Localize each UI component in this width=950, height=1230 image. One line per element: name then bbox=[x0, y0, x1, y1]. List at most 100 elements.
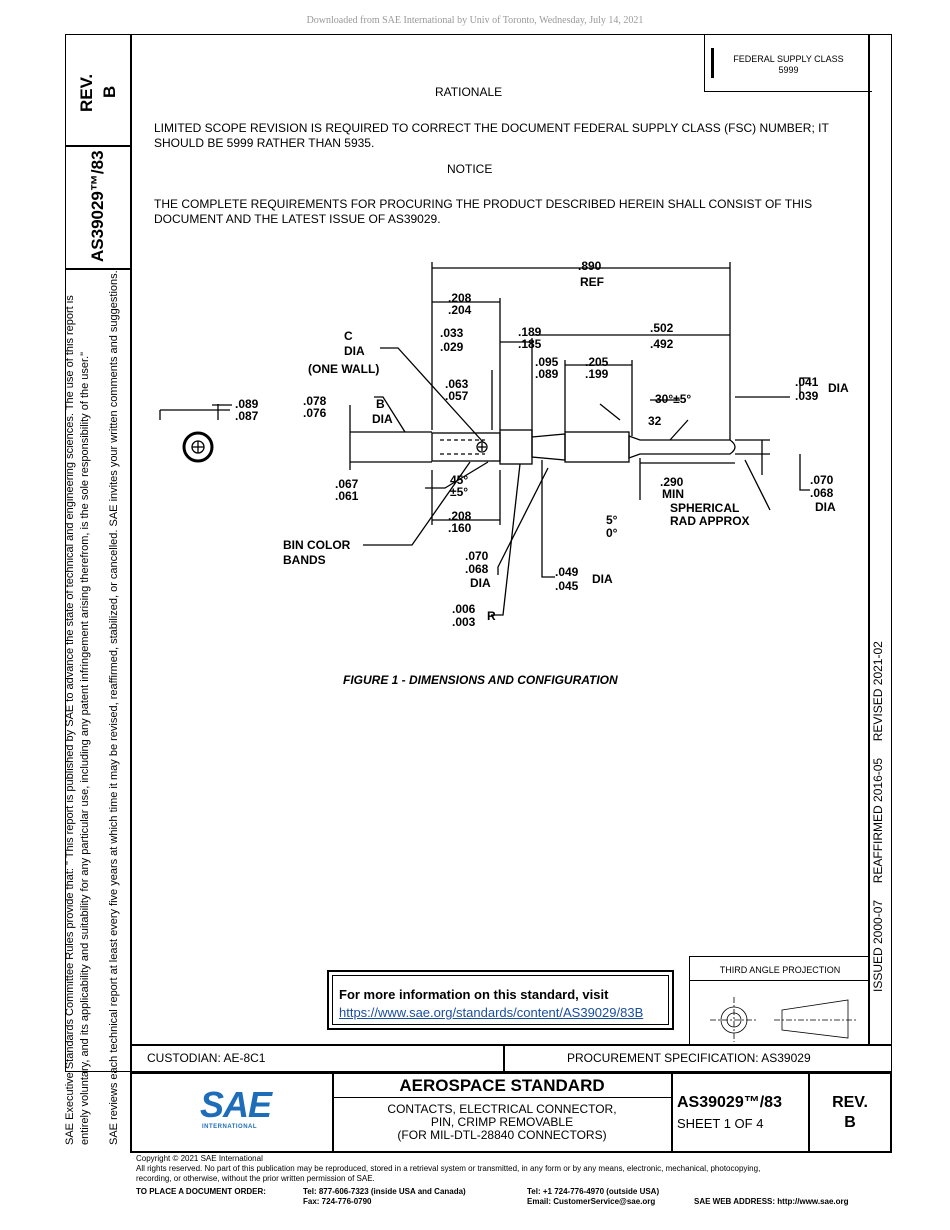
svg-text:.045: .045 bbox=[555, 579, 579, 593]
end-view-outer bbox=[182, 431, 214, 463]
shoulder bbox=[499, 429, 533, 465]
disclaimer-line-1: SAE Executive Standards Committee Rules … bbox=[64, 295, 76, 1145]
web-address: SAE WEB ADDRESS: http://www.sae.org bbox=[694, 1197, 849, 1206]
crimp-barrel bbox=[431, 432, 501, 462]
svg-text:5°: 5° bbox=[606, 513, 618, 527]
svg-text:32: 32 bbox=[648, 414, 662, 428]
svg-text:R: R bbox=[487, 609, 496, 623]
svg-text:.089: .089 bbox=[535, 367, 559, 381]
rationale-heading: RATIONALE bbox=[435, 85, 503, 99]
svg-text:.290: .290 bbox=[660, 475, 684, 489]
svg-text:.078: .078 bbox=[303, 394, 327, 408]
svg-text:.208: .208 bbox=[448, 509, 472, 523]
svg-text:0°: 0° bbox=[606, 526, 618, 540]
fsc-change-bar bbox=[711, 48, 714, 78]
svg-text:MIN: MIN bbox=[662, 487, 684, 501]
svg-text:C: C bbox=[344, 329, 353, 343]
tel-domestic: Tel: 877-606-7323 (inside USA and Canada… bbox=[303, 1187, 466, 1196]
rev-value: B bbox=[844, 1114, 856, 1131]
right-column-divider bbox=[868, 34, 870, 1044]
svg-text:.063: .063 bbox=[445, 377, 469, 391]
third-angle-symbol bbox=[710, 997, 856, 1042]
pin-tip bbox=[628, 435, 736, 459]
contact-drawing: .890 REF .208 .204 C DIA (ONE WALL) .033… bbox=[159, 259, 849, 629]
svg-text:.204: .204 bbox=[448, 303, 472, 317]
svg-text:RAD APPROX: RAD APPROX bbox=[670, 514, 750, 528]
left-divider-1 bbox=[65, 145, 131, 147]
rev-label: REV. bbox=[832, 1094, 868, 1111]
tel-international: Tel: +1 724-776-4970 (outside USA) bbox=[527, 1187, 660, 1196]
svg-text:.208: .208 bbox=[448, 291, 472, 305]
svg-text:.039: .039 bbox=[795, 389, 819, 403]
svg-text:DIA: DIA bbox=[815, 500, 836, 514]
revision-dates: ISSUED 2000-07 REAFFIRMED 2016-05 REVISE… bbox=[871, 641, 885, 992]
page-frame bbox=[65, 34, 892, 1072]
third-angle-box: THIRD ANGLE PROJECTION bbox=[689, 956, 870, 1046]
svg-text:SPHERICAL: SPHERICAL bbox=[670, 501, 739, 515]
svg-text:.029: .029 bbox=[440, 340, 464, 354]
svg-text:.087: .087 bbox=[235, 409, 259, 423]
order-label: TO PLACE A DOCUMENT ORDER: bbox=[136, 1187, 266, 1196]
svg-text:DIA: DIA bbox=[828, 381, 849, 395]
title-description: CONTACTS, ELECTRICAL CONNECTOR, PIN, CRI… bbox=[387, 1102, 617, 1142]
svg-text:(ONE WALL): (ONE WALL) bbox=[308, 362, 379, 376]
svg-text:.205: .205 bbox=[585, 355, 609, 369]
rev-value-side: B bbox=[100, 85, 119, 98]
third-angle-label: THIRD ANGLE PROJECTION bbox=[719, 965, 841, 975]
email: Email: CustomerService@sae.org bbox=[527, 1197, 656, 1206]
notice-text: THE COMPLETE REQUIREMENTS FOR PROCURING … bbox=[154, 197, 813, 226]
svg-text:.067: .067 bbox=[335, 477, 359, 491]
sheet-number: SHEET 1 OF 4 bbox=[677, 1116, 764, 1131]
svg-text:.089: .089 bbox=[235, 397, 259, 411]
svg-text:.057: .057 bbox=[445, 389, 469, 403]
sae-logo-sub: INTERNATIONAL bbox=[202, 1124, 258, 1130]
federal-supply-class-box: FEDERAL SUPPLY CLASS 5999 bbox=[704, 34, 872, 92]
svg-text:.185: .185 bbox=[518, 337, 542, 351]
svg-text:30°±5°: 30°±5° bbox=[655, 392, 691, 406]
svg-text:.095: .095 bbox=[535, 355, 559, 369]
svg-text:.068: .068 bbox=[465, 562, 489, 576]
svg-text:DIA: DIA bbox=[592, 572, 613, 586]
svg-text:DIA: DIA bbox=[470, 576, 491, 590]
svg-text:B: B bbox=[376, 397, 385, 411]
svg-text:.199: .199 bbox=[585, 367, 609, 381]
svg-text:.049: .049 bbox=[555, 565, 579, 579]
more-info-box: For more information on this standard, v… bbox=[327, 970, 674, 1030]
sae-logo: SAE bbox=[200, 1084, 272, 1125]
more-info-text: For more information on this standard, v… bbox=[339, 987, 609, 1002]
fax: Fax: 724-776-0790 bbox=[303, 1197, 372, 1206]
standard-link[interactable]: https://www.sae.org/standards/content/AS… bbox=[339, 1005, 644, 1020]
svg-text:.070: .070 bbox=[465, 549, 489, 563]
doc-number: AS39029™/83 bbox=[677, 1094, 782, 1111]
mid-body bbox=[564, 431, 630, 463]
footer: Copyright © 2021 SAE International All r… bbox=[136, 1154, 761, 1183]
svg-text:.061: .061 bbox=[335, 489, 359, 503]
rev-label-side: REV. bbox=[77, 73, 96, 112]
svg-text:.041: .041 bbox=[795, 375, 819, 389]
svg-text:REF: REF bbox=[580, 275, 604, 289]
svg-text:.003: .003 bbox=[452, 615, 476, 629]
custodian: CUSTODIAN: AE-8C1 bbox=[147, 1051, 266, 1065]
disclaimer-line-2: entirely voluntary, and its applicabilit… bbox=[79, 351, 91, 1145]
doc-number-side: AS39029™/83 bbox=[88, 150, 107, 262]
aerospace-standard: AEROSPACE STANDARD bbox=[399, 1076, 605, 1095]
left-column-divider bbox=[130, 34, 132, 1072]
svg-text:.076: .076 bbox=[303, 406, 327, 420]
svg-text:.492: .492 bbox=[650, 337, 674, 351]
svg-text:DIA: DIA bbox=[344, 344, 365, 358]
figure-caption: FIGURE 1 - DIMENSIONS AND CONFIGURATION bbox=[343, 673, 618, 687]
disclaimer-line-3: SAE reviews each technical report at lea… bbox=[108, 270, 120, 1145]
svg-text:.189: .189 bbox=[518, 325, 542, 339]
svg-text:.160: .160 bbox=[448, 521, 472, 535]
procurement-spec: PROCUREMENT SPECIFICATION: AS39029 bbox=[567, 1051, 811, 1065]
left-divider-2 bbox=[65, 268, 131, 270]
fsc-value: 5999 bbox=[778, 65, 799, 75]
notice-heading: NOTICE bbox=[447, 162, 493, 176]
svg-text:.502: .502 bbox=[650, 321, 674, 335]
svg-text:.006: .006 bbox=[452, 602, 476, 616]
download-notice: Downloaded from SAE International by Uni… bbox=[306, 15, 644, 26]
svg-text:.068: .068 bbox=[810, 486, 834, 500]
fsc-label: FEDERAL SUPPLY CLASS bbox=[733, 54, 844, 64]
svg-text:BANDS: BANDS bbox=[283, 553, 326, 567]
svg-text:.070: .070 bbox=[810, 473, 834, 487]
